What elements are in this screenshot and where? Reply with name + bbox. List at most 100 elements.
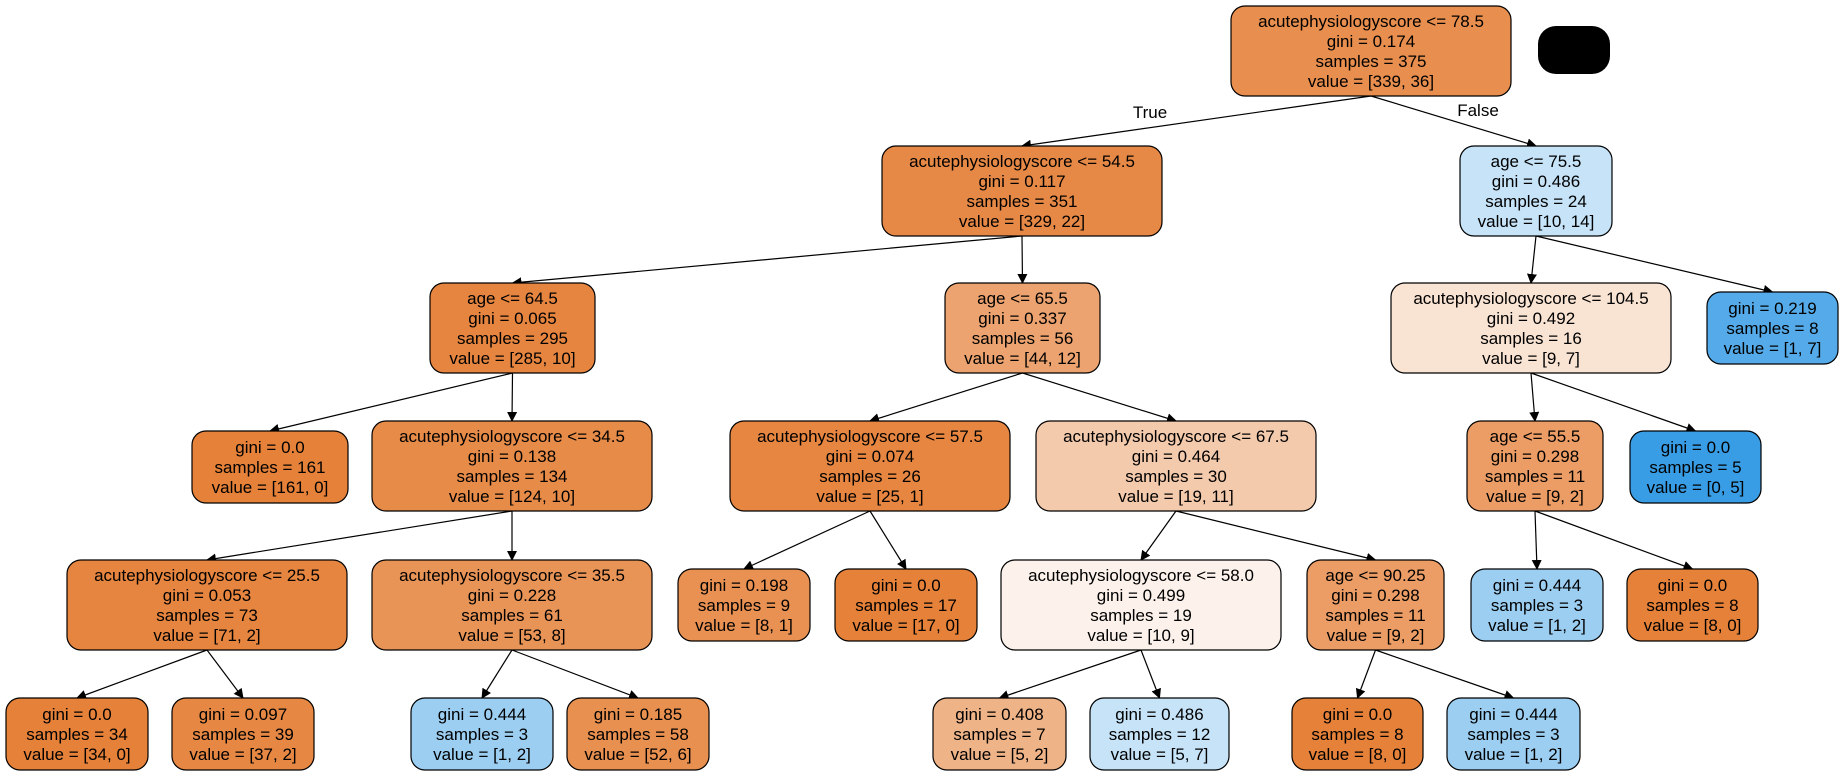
node-line: gini = 0.0 <box>42 705 111 724</box>
node-box <box>729 420 1011 512</box>
node-line: gini = 0.0 <box>1658 576 1727 595</box>
node-line: samples = 61 <box>461 606 563 625</box>
node-line: samples = 3 <box>1491 596 1583 615</box>
node-line: age <= 90.25 <box>1325 566 1425 585</box>
node-line: age <= 55.5 <box>1490 427 1581 446</box>
edge-n2-n3 <box>269 372 513 434</box>
edge-label-true: True <box>1133 103 1167 122</box>
edge-n1-n11 <box>1017 235 1028 284</box>
node-line: gini = 0.337 <box>978 309 1066 328</box>
node-line: gini = 0.0 <box>871 576 940 595</box>
edge-n12-n14 <box>869 510 907 570</box>
node-line: value = [10, 9] <box>1087 626 1194 645</box>
edge-n15-n19 <box>1175 510 1377 563</box>
edge-n0-n1 <box>1021 95 1372 150</box>
node-line: samples = 134 <box>456 467 567 486</box>
node-line: value = [5, 2] <box>951 745 1049 764</box>
edge-n15-n16 <box>1140 510 1177 561</box>
node-line: acutephysiologyscore <= 58.0 <box>1028 566 1254 585</box>
node-line: value = [339, 36] <box>1308 72 1434 91</box>
edge-n1-n2 <box>511 235 1023 288</box>
node-box <box>881 145 1163 237</box>
node-box <box>410 697 554 771</box>
node-box <box>1306 559 1445 651</box>
node-line: gini = 0.0 <box>235 438 304 457</box>
edge-n24-n26 <box>1534 510 1694 571</box>
node-box <box>1035 420 1317 512</box>
node-line: acutephysiologyscore <= 104.5 <box>1413 289 1648 308</box>
node-line: samples = 5 <box>1649 458 1741 477</box>
edge-n8-n9 <box>481 649 513 699</box>
node-line: gini = 0.185 <box>594 705 682 724</box>
node-box <box>5 697 149 771</box>
node-line: value = [19, 11] <box>1118 487 1233 506</box>
node-line: gini = 0.408 <box>955 705 1043 724</box>
edge-n24-n25 <box>1531 510 1542 570</box>
edge-n4-n5 <box>206 510 513 564</box>
node-line: samples = 24 <box>1485 192 1587 211</box>
edge-n16-n18 <box>1140 649 1161 699</box>
node-line: value = [17, 0] <box>852 616 959 635</box>
node-line: samples = 16 <box>1480 329 1582 348</box>
node-line: value = [44, 12] <box>964 349 1081 368</box>
node-line: samples = 30 <box>1125 467 1227 486</box>
node-line: samples = 17 <box>855 596 957 615</box>
node-line: value = [34, 0] <box>23 745 130 764</box>
node-line: gini = 0.174 <box>1327 32 1415 51</box>
edge-n0-n22 <box>1370 95 1537 149</box>
node-line: value = [8, 0] <box>1309 745 1407 764</box>
node-line: value = [5, 7] <box>1111 745 1209 764</box>
node-line: samples = 8 <box>1311 725 1403 744</box>
node-line: samples = 161 <box>214 458 325 477</box>
node-line: acutephysiologyscore <= 34.5 <box>399 427 625 446</box>
node-line: gini = 0.228 <box>468 586 556 605</box>
node-line: samples = 12 <box>1109 725 1211 744</box>
node-line: samples = 34 <box>26 725 128 744</box>
node-line: value = [0, 5] <box>1647 478 1745 497</box>
node-line: samples = 11 <box>1325 606 1425 625</box>
node-box <box>677 568 811 642</box>
edge-n22-n28 <box>1535 235 1774 295</box>
node-box <box>1390 282 1672 374</box>
node-line: gini = 0.0 <box>1661 438 1730 457</box>
edge-n23-n24 <box>1529 372 1540 422</box>
node-box <box>1000 559 1282 651</box>
node-line: value = [1, 2] <box>1465 745 1563 764</box>
node-box <box>171 697 315 771</box>
edge-n2-n4 <box>507 372 518 422</box>
node-line: age <= 64.5 <box>467 289 558 308</box>
node-line: value = [9, 2] <box>1327 626 1425 645</box>
node-line: gini = 0.219 <box>1728 299 1816 318</box>
node-line: gini = 0.444 <box>438 705 526 724</box>
node-line: gini = 0.444 <box>1493 576 1581 595</box>
node-line: value = [71, 2] <box>153 626 260 645</box>
node-box <box>1291 697 1424 771</box>
node-line: samples = 295 <box>457 329 568 348</box>
edge-n11-n12 <box>869 372 1023 424</box>
edge-labels-layer: True False <box>1133 101 1499 122</box>
node-line: samples = 39 <box>192 725 294 744</box>
node-line: value = [9, 7] <box>1482 349 1580 368</box>
node-box <box>1466 420 1604 512</box>
node-line: gini = 0.298 <box>1331 586 1419 605</box>
node-line: value = [53, 8] <box>458 626 565 645</box>
node-line: gini = 0.065 <box>468 309 556 328</box>
